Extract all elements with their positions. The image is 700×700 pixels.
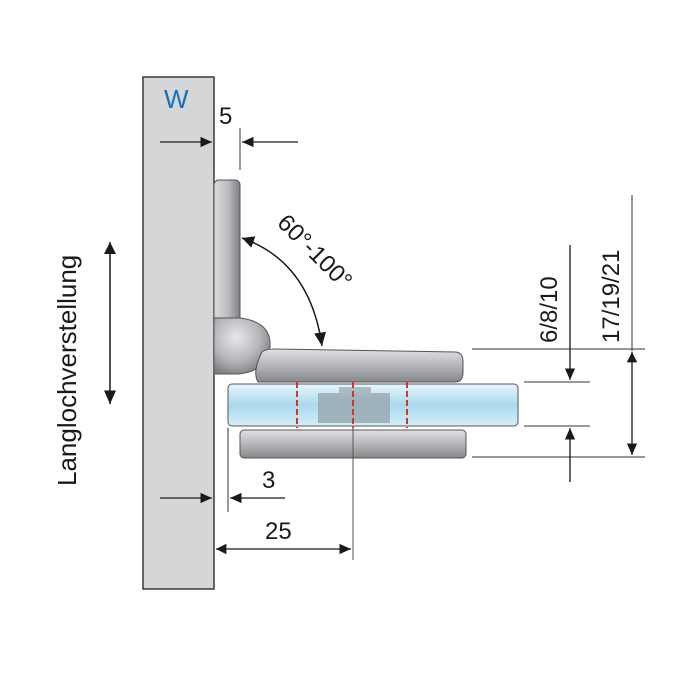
dim-5-label: 5	[219, 103, 232, 130]
dim-glass-label: 6/8/10	[536, 276, 563, 343]
dim-3-label: 3	[262, 467, 275, 494]
dim-total-label: 17/19/21	[598, 250, 625, 343]
wall	[142, 76, 215, 590]
wall-label: W	[164, 84, 189, 114]
dim-25-label: 25	[265, 518, 292, 545]
slot-adjust-label: Langlochverstellung	[52, 255, 82, 486]
top-clamp-plate	[255, 348, 464, 383]
hinge-wall-arm	[213, 179, 241, 331]
angle-arc	[241, 236, 327, 347]
angle-label: 60°-100°	[272, 209, 358, 295]
